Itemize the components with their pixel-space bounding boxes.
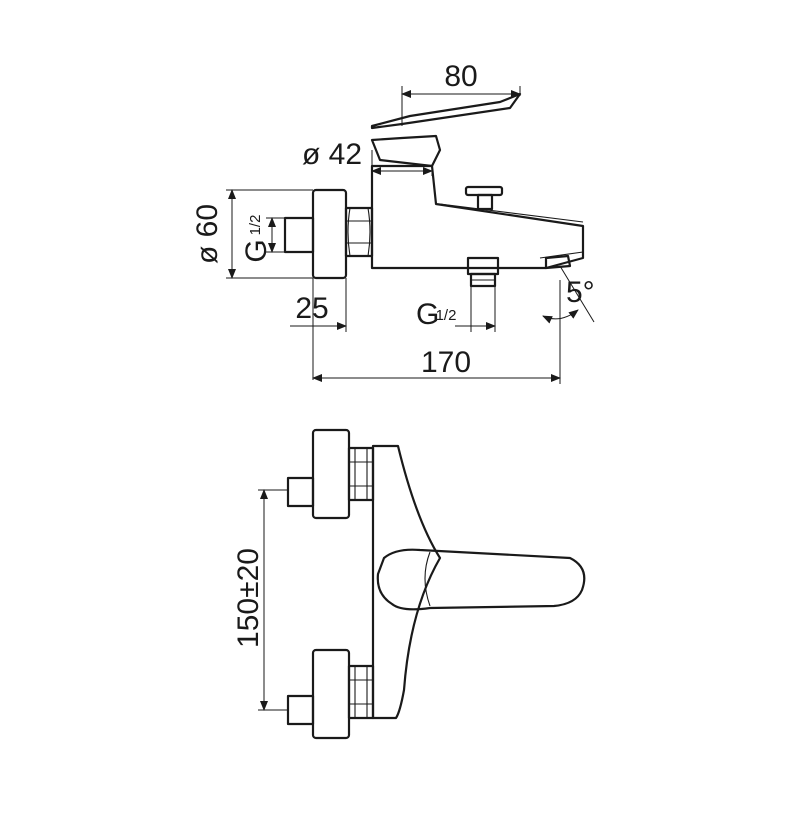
dim-center-distance: 150±20 (232, 548, 265, 648)
lower-hex-nut (347, 664, 375, 720)
dim-spout-length: 80 (444, 60, 477, 93)
mixer-body-front (371, 444, 442, 720)
side-view: 80 ø 42 ø 60 G 1/2 25 G 1/2 170 (191, 60, 595, 384)
lever-handle (370, 92, 522, 130)
lever-collar (370, 134, 442, 168)
dim-outlet-thread-frac: 1/2 (436, 307, 457, 324)
diverter-knob (464, 185, 504, 211)
dim-body-diameter: ø 42 (302, 138, 362, 171)
upper-hex-nut (347, 446, 375, 502)
hex-nut (344, 206, 374, 258)
dim-spout-angle: 5° (566, 276, 595, 309)
upper-wall-flange (311, 428, 351, 520)
dim-inlet-thread-g: G (240, 239, 273, 262)
dim-outlet-thread-g: G (416, 298, 439, 331)
dim-flange-depth: 25 (295, 292, 328, 325)
dim-inlet-thread-frac: 1/2 (247, 215, 264, 236)
lower-inlet-pipe (286, 694, 315, 726)
spout-outlet (544, 254, 572, 270)
outlet-connector (466, 256, 500, 288)
upper-inlet-pipe (286, 476, 315, 508)
inlet-pipe (283, 216, 315, 254)
lever-front (376, 548, 586, 611)
wall-flange (311, 188, 348, 280)
front-view: 150±20 (232, 428, 586, 740)
dim-total-depth: 170 (421, 346, 471, 379)
lower-wall-flange (311, 648, 351, 740)
mixer-body (370, 164, 585, 270)
dim-flange-diameter: ø 60 (191, 204, 224, 264)
